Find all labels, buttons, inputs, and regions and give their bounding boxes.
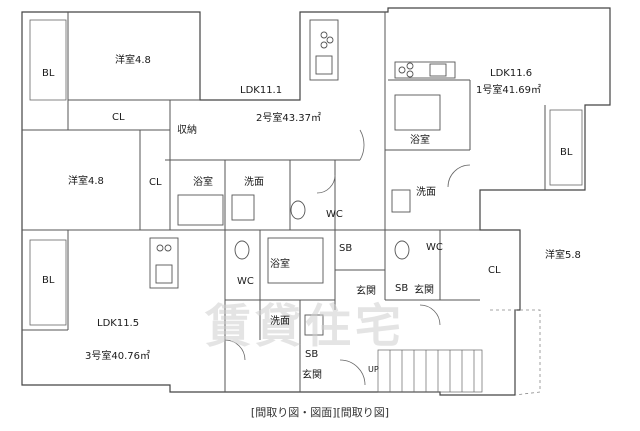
- image-caption: [間取り図・図面][間取り図]: [250, 406, 390, 419]
- ldk-label: LDK11.5: [97, 318, 140, 329]
- unit-area-label: 2号室43.37㎡: [256, 113, 321, 124]
- balcony-label: BL: [560, 147, 573, 158]
- closet-label: CL: [488, 265, 501, 276]
- toilet-label: WC: [237, 276, 254, 287]
- stairs-up-label: UP: [368, 365, 379, 374]
- closet-label: CL: [112, 112, 125, 123]
- washroom-label: 洗面: [244, 177, 264, 188]
- toilet-label: WC: [426, 242, 443, 253]
- closet-label: CL: [149, 177, 162, 188]
- stairs: [377, 349, 483, 393]
- unit-area-label: 3号室40.76㎡: [85, 351, 150, 362]
- unit-area-label: 1号室41.69㎡: [476, 85, 541, 96]
- western-room-label: 洋室4.8: [115, 55, 151, 66]
- balcony-label: BL: [42, 275, 55, 286]
- entrance-label: 玄関: [302, 370, 322, 381]
- toilet-label: WC: [326, 209, 343, 220]
- outer-wall: [21, 7, 611, 396]
- exterior-walkway: [490, 309, 541, 396]
- door-swings: [224, 129, 471, 386]
- entrance-label: 玄関: [356, 286, 376, 297]
- washroom-label: 洗面: [270, 316, 290, 327]
- shoe-box-label: SB: [339, 243, 353, 254]
- fixtures: [149, 19, 456, 336]
- bathroom-label: 浴室: [410, 135, 430, 146]
- storage-label: 収納: [177, 125, 197, 136]
- balcony-label: BL: [42, 68, 55, 79]
- bathroom-label: 浴室: [270, 259, 290, 270]
- entrance-label: 玄関: [414, 285, 434, 296]
- shoe-box-label: SB: [395, 283, 409, 294]
- bathroom-label: 浴室: [193, 177, 213, 188]
- interior-walls: [22, 12, 546, 392]
- watermark: 賃貸住宅: [205, 299, 405, 353]
- balconies: [29, 19, 583, 326]
- shoe-box-label: SB: [305, 349, 319, 360]
- ldk-label: LDK11.1: [240, 85, 283, 96]
- washroom-label: 洗面: [416, 187, 436, 198]
- western-room-label: 洋室4.8: [68, 176, 104, 187]
- ldk-label: LDK11.6: [490, 68, 533, 79]
- western-room-label: 洋室5.8: [545, 250, 581, 261]
